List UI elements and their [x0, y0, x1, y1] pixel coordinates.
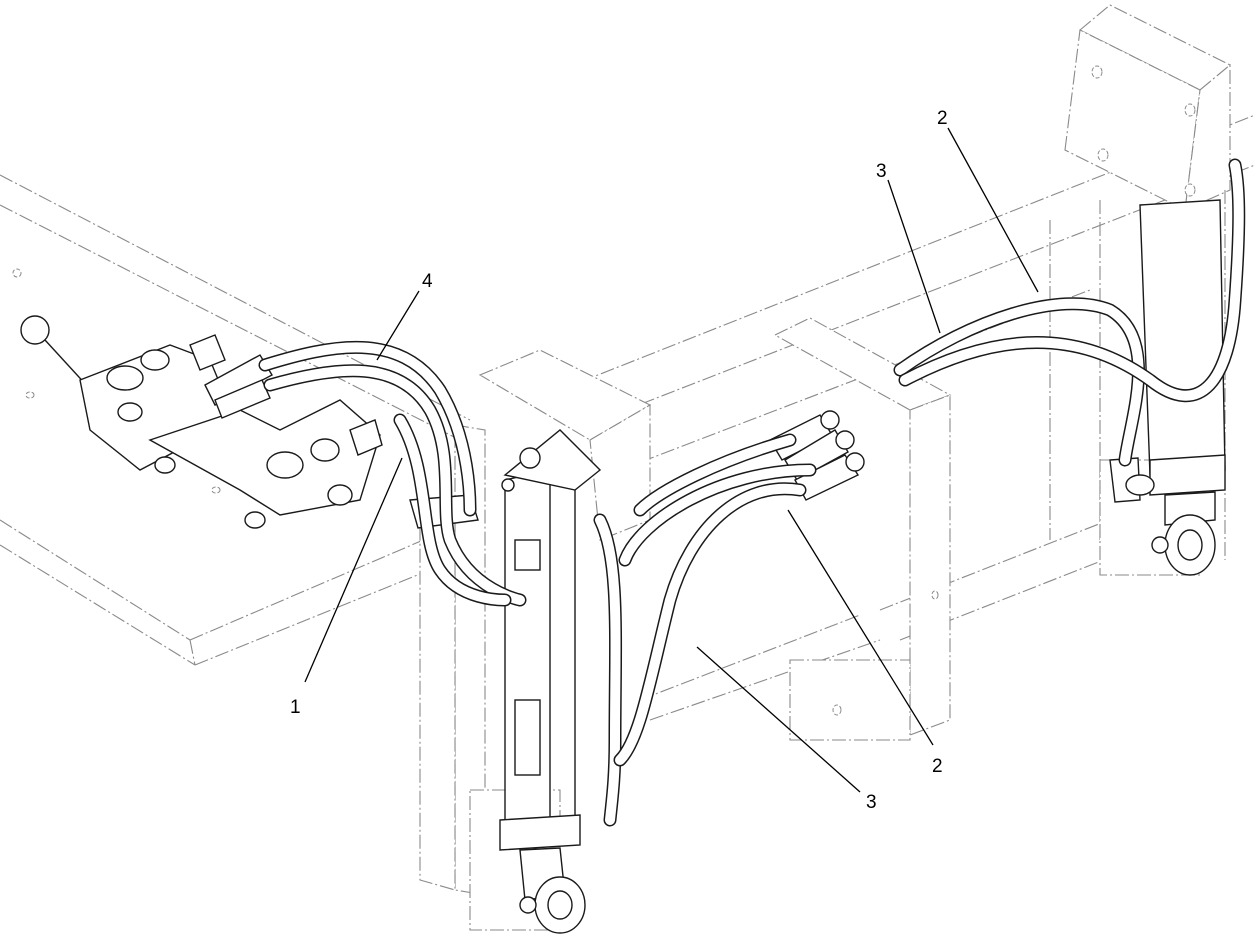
leader-3-right — [887, 179, 941, 334]
callout-labels: 4 1 2 3 3 2 — [290, 108, 948, 813]
callout-3-bottom: 3 — [866, 792, 877, 813]
phantom-holes — [12, 65, 1196, 716]
right-hydraulic-cylinder — [1109, 199, 1226, 576]
valve-hose-fittings — [204, 354, 273, 419]
leader-3-bottom — [696, 646, 861, 793]
leader-2-bottom — [787, 509, 934, 746]
callout-3-top: 3 — [876, 161, 887, 182]
phantom-frame — [0, 4, 1256, 931]
leader-1 — [304, 457, 403, 683]
leader-lines — [304, 127, 1039, 793]
leader-2-right — [947, 127, 1039, 293]
callout-2-top: 2 — [937, 108, 948, 129]
control-valve-bank — [20, 315, 383, 529]
callout-1: 1 — [290, 697, 301, 718]
center-hydraulic-cylinder — [499, 429, 602, 934]
leader-4 — [376, 290, 420, 361]
callout-4: 4 — [422, 271, 433, 292]
callout-2-bottom: 2 — [932, 756, 943, 777]
manifold-fittings — [769, 410, 865, 501]
hydraulic-hoses — [258, 158, 1246, 827]
